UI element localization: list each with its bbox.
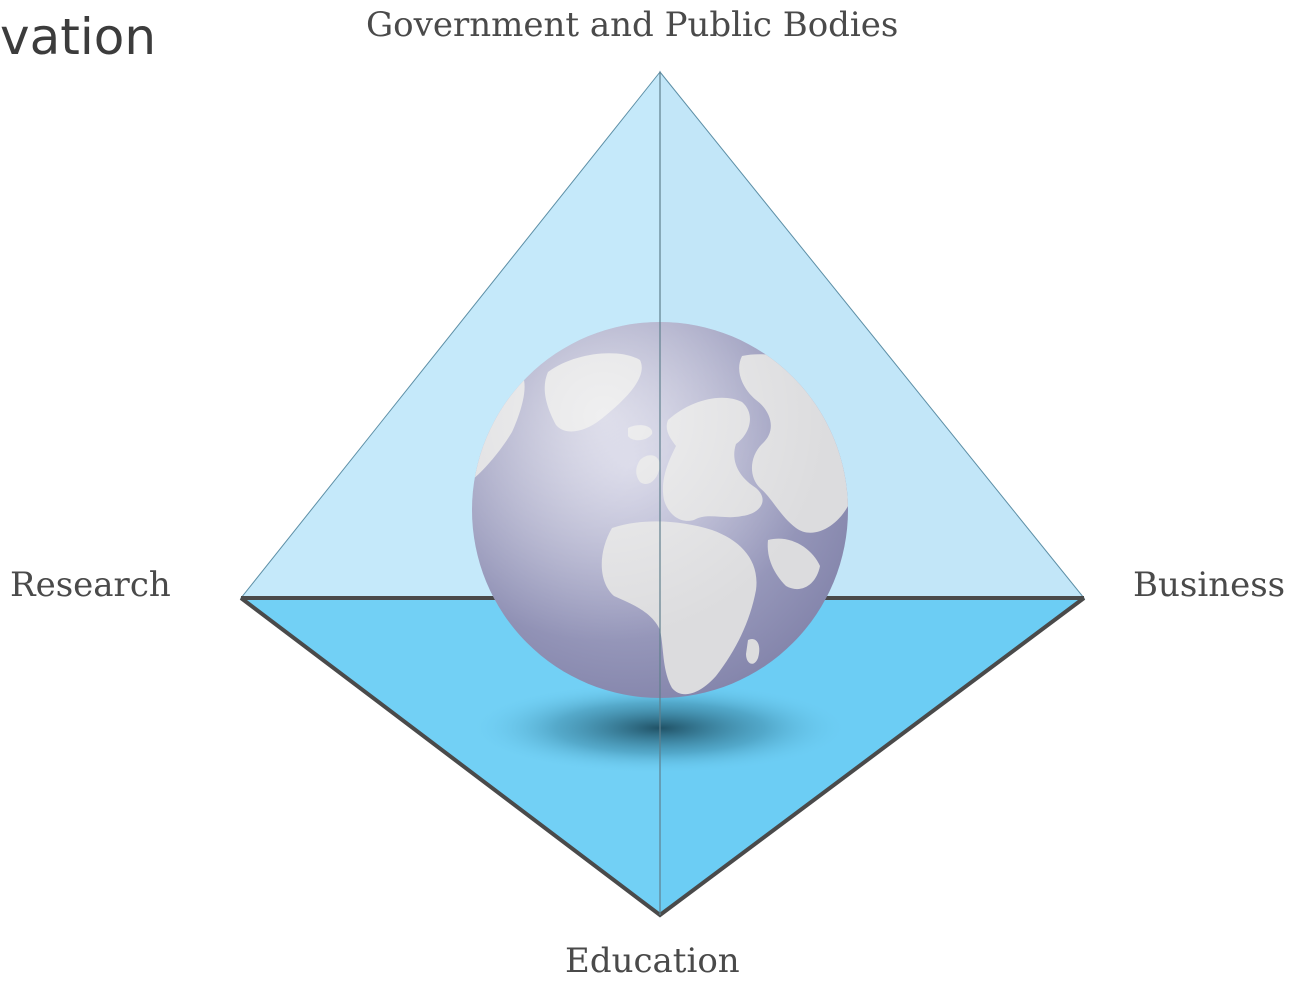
vertex-label-bottom: Education	[565, 941, 740, 981]
vertex-label-top: Government and Public Bodies	[366, 5, 899, 45]
vertex-label-right: Business	[1133, 565, 1286, 605]
vertex-label-left: Research	[10, 565, 171, 605]
globe-icon	[472, 322, 848, 698]
title-fragment: vation	[0, 8, 157, 66]
